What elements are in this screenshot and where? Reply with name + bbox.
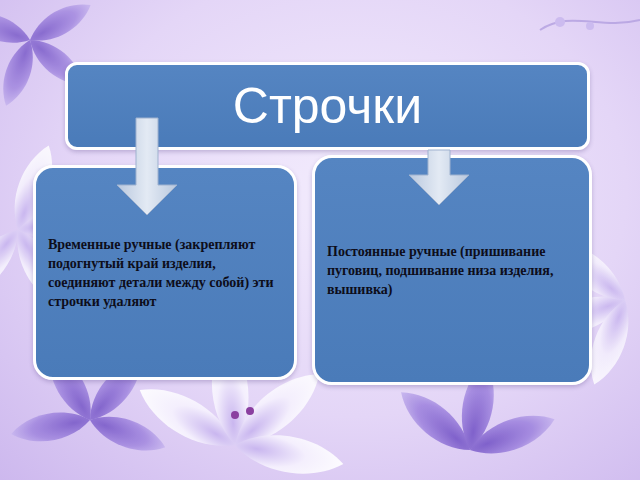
stamen xyxy=(246,407,254,415)
description-text: Постоянные ручные (пришивание пуговиц, п… xyxy=(327,242,577,299)
petal xyxy=(0,36,41,110)
text-column: Строчки xyxy=(80,77,575,135)
category-box: Временные ручные (закрепляют подогнутый … xyxy=(33,165,297,380)
heading-box: Строчки xyxy=(65,62,590,150)
bud xyxy=(555,17,565,27)
petal xyxy=(9,407,92,447)
text-column: Временные ручные (закрепляют подогнутый … xyxy=(48,235,282,311)
petal xyxy=(232,427,347,480)
petal xyxy=(0,5,34,51)
text-column: Постоянные ручные (пришивание пуговиц, п… xyxy=(327,242,577,299)
heading-text: Строчки xyxy=(80,77,575,135)
branch xyxy=(540,20,640,30)
block-arrow xyxy=(117,118,177,215)
branch-top-right xyxy=(540,17,640,30)
description-text: Временные ручные (закрепляют подогнутый … xyxy=(48,235,282,311)
petal xyxy=(0,220,29,308)
category-box: Постоянные ручные (пришивание пуговиц, п… xyxy=(312,155,592,385)
petal xyxy=(465,405,560,464)
bud xyxy=(586,22,594,30)
stamen xyxy=(231,411,239,419)
block-arrow xyxy=(409,150,469,205)
